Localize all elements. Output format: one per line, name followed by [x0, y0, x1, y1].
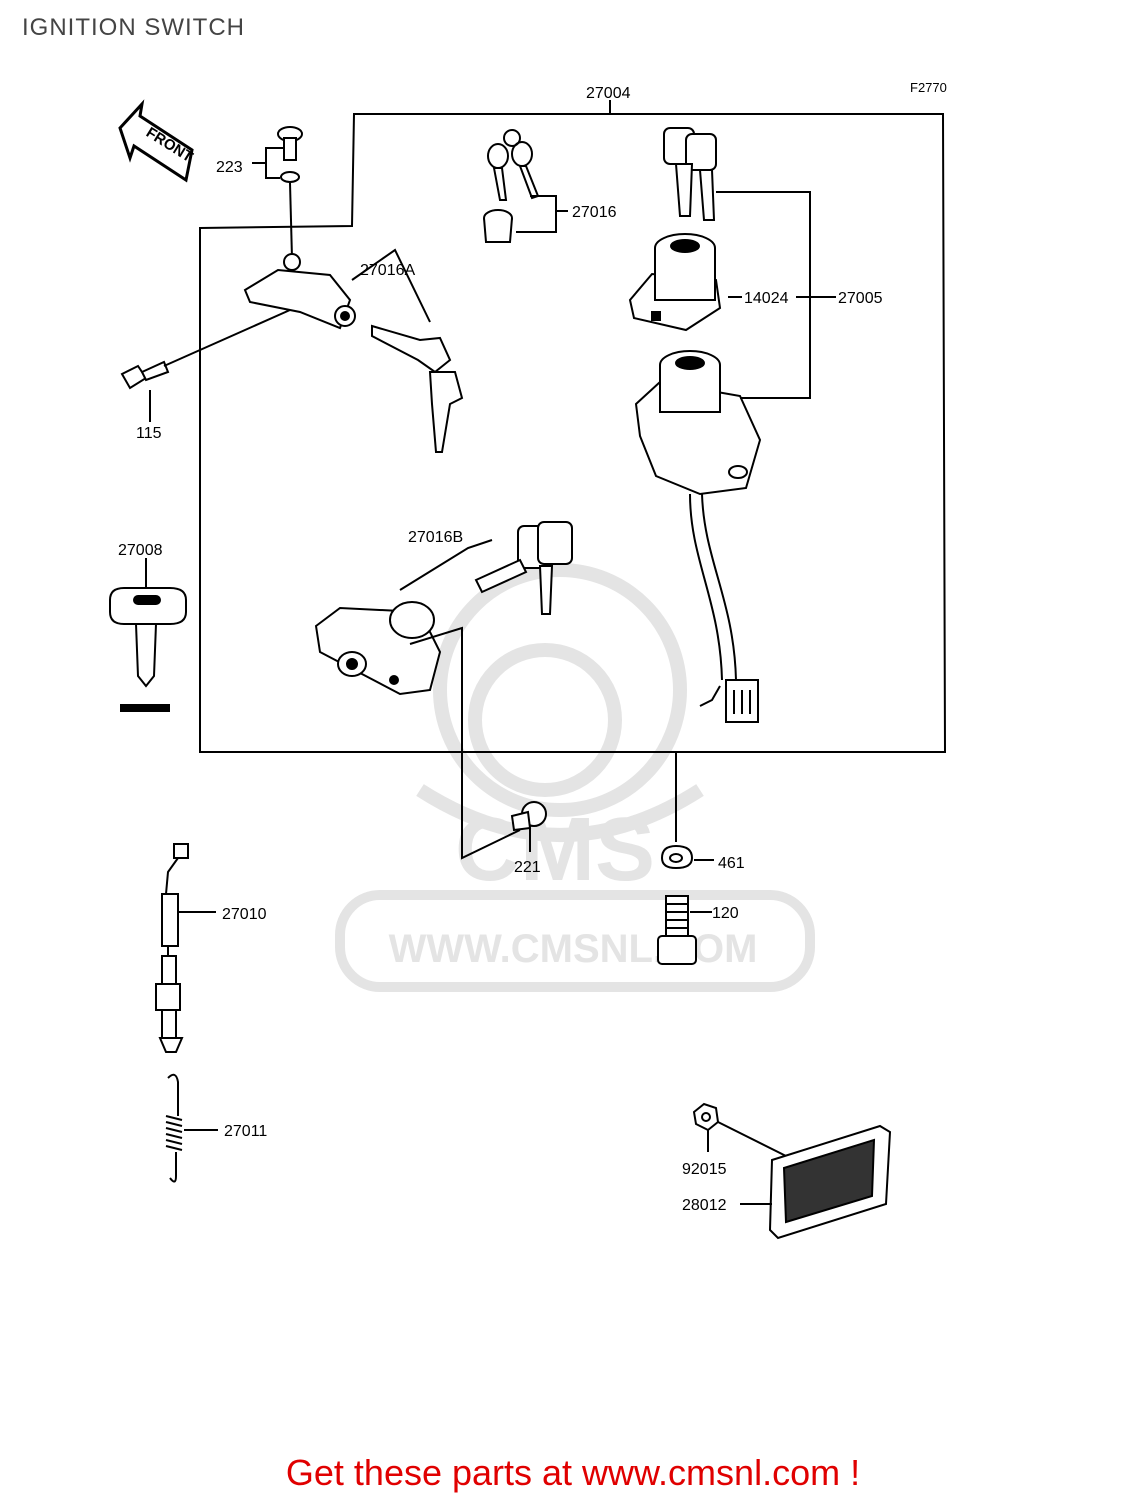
bolt-115-icon [120, 309, 291, 422]
label-27011: 27011 [224, 1123, 267, 1140]
key-set-27005-icon [663, 127, 717, 221]
label-461: 461 [718, 855, 745, 872]
label-27016: 27016 [572, 204, 617, 221]
parts-diagram: CMS WWW.CMSNL.COM F2770 FRONT 27004 223 … [109, 80, 947, 1240]
label-27010: 27010 [222, 906, 267, 923]
seat-lock-27016a-icon [243, 253, 356, 330]
watermark-logo-text: CMS [455, 800, 655, 900]
clip-461-icon [660, 752, 714, 870]
label-120: 120 [712, 905, 739, 922]
bracket-27016a [351, 248, 431, 323]
nut-92015-icon [692, 1102, 787, 1157]
knob-120-icon [657, 895, 712, 965]
label-27005: 27005 [838, 290, 883, 307]
label-92015: 92015 [682, 1161, 727, 1178]
screw-221-icon [510, 801, 547, 852]
assembly-27004-bracket [199, 100, 947, 753]
label-27016b: 27016B [408, 529, 463, 546]
footer-link[interactable]: Get these parts at www.cmsnl.com ! [285, 1452, 861, 1493]
bracket-223 [252, 147, 284, 179]
bracket-27005 [716, 191, 836, 399]
key-27008-icon [109, 558, 187, 688]
bracket-27016 [516, 195, 568, 233]
key-set-27016-icon [483, 129, 540, 243]
label-28012: 28012 [682, 1197, 727, 1214]
key-set-27016b-icon [474, 521, 573, 615]
key-27016a-icon [371, 324, 464, 453]
bracket-27016b [399, 539, 521, 860]
label-27004: 27004 [586, 85, 631, 102]
label-115: 115 [136, 425, 162, 442]
watermark-url-text: WWW.CMSNL.COM [389, 927, 758, 971]
label-27008: 27008 [118, 542, 163, 559]
key-code-tag-icon [120, 704, 170, 712]
label-14024: 14024 [744, 290, 789, 307]
front-arrow-icon: FRONT [118, 99, 196, 183]
lock-27016b-icon [314, 601, 442, 696]
ignition-switch-upper-icon [628, 233, 722, 332]
cable-27010-icon [155, 843, 216, 1053]
wiring-harness-icon [689, 493, 759, 723]
reflector-28012-icon [740, 1124, 892, 1240]
page-title: IGNITION SWITCH [22, 14, 245, 41]
ignition-switch-lower-icon [634, 350, 762, 496]
screw-223-icon [277, 126, 303, 259]
figure-ref: F2770 [910, 80, 947, 95]
label-27016a: 27016A [360, 262, 415, 279]
spring-27011-icon [165, 1073, 218, 1183]
label-223: 223 [216, 159, 243, 176]
label-221: 221 [514, 859, 541, 876]
